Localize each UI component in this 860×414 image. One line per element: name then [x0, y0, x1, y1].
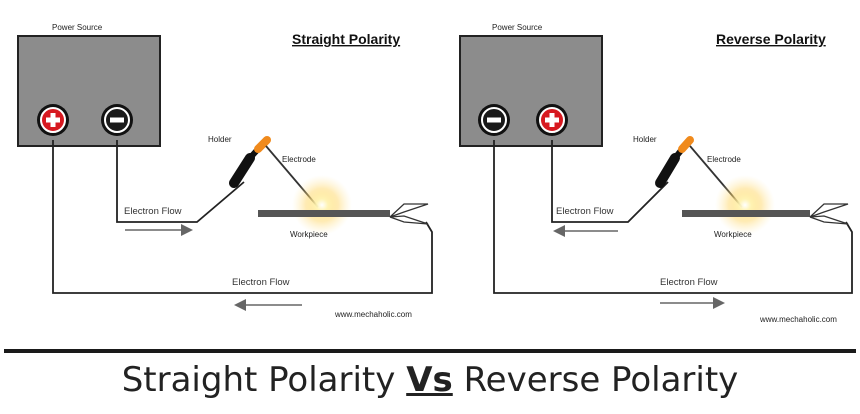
website-label: www.mechaholic.com	[334, 310, 412, 319]
holder-label: Holder	[208, 135, 232, 144]
power-source-label: Power Source	[492, 23, 543, 32]
reverse-polarity-panel: Power Source Reverse Polarity Holder Ele…	[459, 23, 853, 324]
negative-terminal	[101, 104, 133, 136]
divider-bar	[4, 349, 856, 353]
holder-label: Holder	[633, 135, 657, 144]
electrode-label: Electrode	[707, 155, 741, 164]
electrode-holder	[229, 136, 271, 188]
electron-flow-label-top: Electron Flow	[124, 206, 182, 217]
electron-flow-label-top: Electron Flow	[556, 206, 614, 217]
electrode-holder	[655, 136, 694, 188]
comparison-title-right: Reverse Polarity	[452, 360, 739, 400]
electron-flow-label-bottom: Electron Flow	[660, 277, 718, 288]
ground-clamp	[389, 203, 429, 225]
positive-terminal	[37, 104, 69, 136]
negative-terminal	[478, 104, 510, 136]
workpiece-plate	[258, 210, 390, 217]
workpiece-label: Workpiece	[714, 230, 752, 239]
electrode-cable	[116, 140, 245, 223]
ground-cable	[52, 140, 433, 294]
positive-terminal	[536, 104, 568, 136]
comparison-title-vs: Vs	[406, 360, 453, 400]
welding-arc	[292, 175, 352, 235]
straight-polarity-title: Straight Polarity	[292, 31, 400, 47]
reverse-polarity-title: Reverse Polarity	[716, 31, 826, 47]
welding-arc	[715, 175, 775, 235]
workpiece-label: Workpiece	[290, 230, 328, 239]
power-source-box	[17, 35, 161, 147]
straight-polarity-panel: Power Source Straight Polarity Holder El…	[17, 23, 433, 319]
electron-flow-label-bottom: Electron Flow	[232, 277, 290, 288]
electrode-label: Electrode	[282, 155, 316, 164]
ground-cable	[493, 140, 853, 294]
power-source-label: Power Source	[52, 23, 103, 32]
electrode-cable	[551, 140, 669, 223]
website-label: www.mechaholic.com	[759, 315, 837, 324]
workpiece-plate	[682, 210, 810, 217]
comparison-title-left: Straight Polarity	[121, 360, 407, 400]
comparison-title: Straight Polarity Vs Reverse Polarity	[0, 360, 860, 400]
ground-clamp	[809, 203, 849, 225]
